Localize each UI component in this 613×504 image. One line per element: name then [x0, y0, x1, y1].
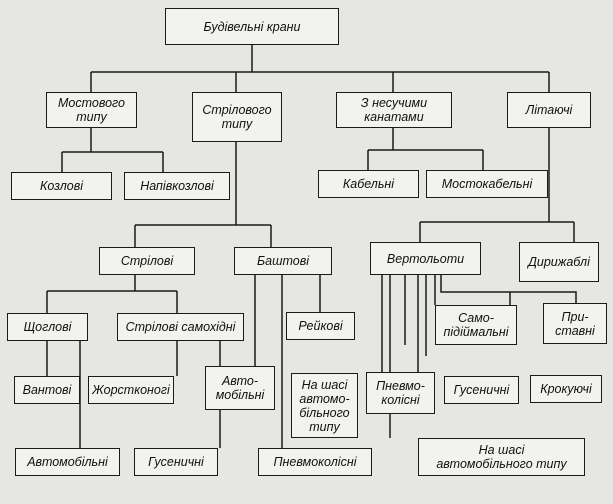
- node-zhorstkonogi: Жорстконогі: [88, 376, 174, 404]
- connector-vertolyoty: [381, 275, 577, 438]
- node-shchoglovi: Щоглові: [7, 313, 88, 341]
- node-reikovi: Рейкові: [286, 312, 355, 340]
- node-avtomobilni: Автомобільні: [15, 448, 120, 476]
- connector-bashtovi: [254, 275, 321, 448]
- node-pnevmokolisni: Пневмоколісні: [258, 448, 372, 476]
- node-na-shasi: На шасі автомо- більного типу: [291, 373, 358, 438]
- node-gusenychni-mid: Гусеничні: [444, 376, 519, 404]
- node-litayuchi: Літаючі: [507, 92, 591, 128]
- node-strilovi-samokhidni: Стрілові самохідні: [117, 313, 244, 341]
- node-mostovogo: Мостового типу: [46, 92, 137, 128]
- connector-strilovogo: [134, 142, 272, 247]
- node-mostokabelni: Мостокабельні: [426, 170, 548, 198]
- connector-root: [90, 45, 550, 92]
- connector-nesuchi: [367, 128, 484, 170]
- node-root: Будівельні крани: [165, 8, 339, 45]
- node-nesuchi: З несучими канатами: [336, 92, 452, 128]
- node-kozlovi: Козлові: [11, 172, 112, 200]
- node-vertolyoty: Вертольоти: [370, 242, 481, 275]
- connector-mostovogo: [61, 128, 164, 172]
- node-krokuyuchi: Крокуючі: [530, 375, 602, 403]
- node-strilovi: Стрілові: [99, 247, 195, 275]
- node-kabelni: Кабельні: [318, 170, 419, 198]
- node-gusenychni: Гусеничні: [134, 448, 218, 476]
- node-na-shasi-avto: На шасі автомобільного типу: [418, 438, 585, 476]
- node-prystavni: При- ставні: [543, 303, 607, 344]
- node-dyryzhabli: Дирижаблі: [519, 242, 599, 282]
- connector-strilovi: [46, 275, 178, 313]
- node-napivkozlovi: Напівкозлові: [124, 172, 230, 200]
- connector-litayuchi: [419, 128, 575, 242]
- node-samopidiimalni: Само- підіймальні: [435, 305, 517, 345]
- node-vantovi: Вантові: [14, 376, 80, 404]
- node-strilovogo: Стрілового типу: [192, 92, 282, 142]
- node-avtomobilni-bashtovi: Авто- мобільні: [205, 366, 275, 410]
- node-pnevmokolisni-mid: Пневмо- колісні: [366, 372, 435, 414]
- node-bashtovi: Баштові: [234, 247, 332, 275]
